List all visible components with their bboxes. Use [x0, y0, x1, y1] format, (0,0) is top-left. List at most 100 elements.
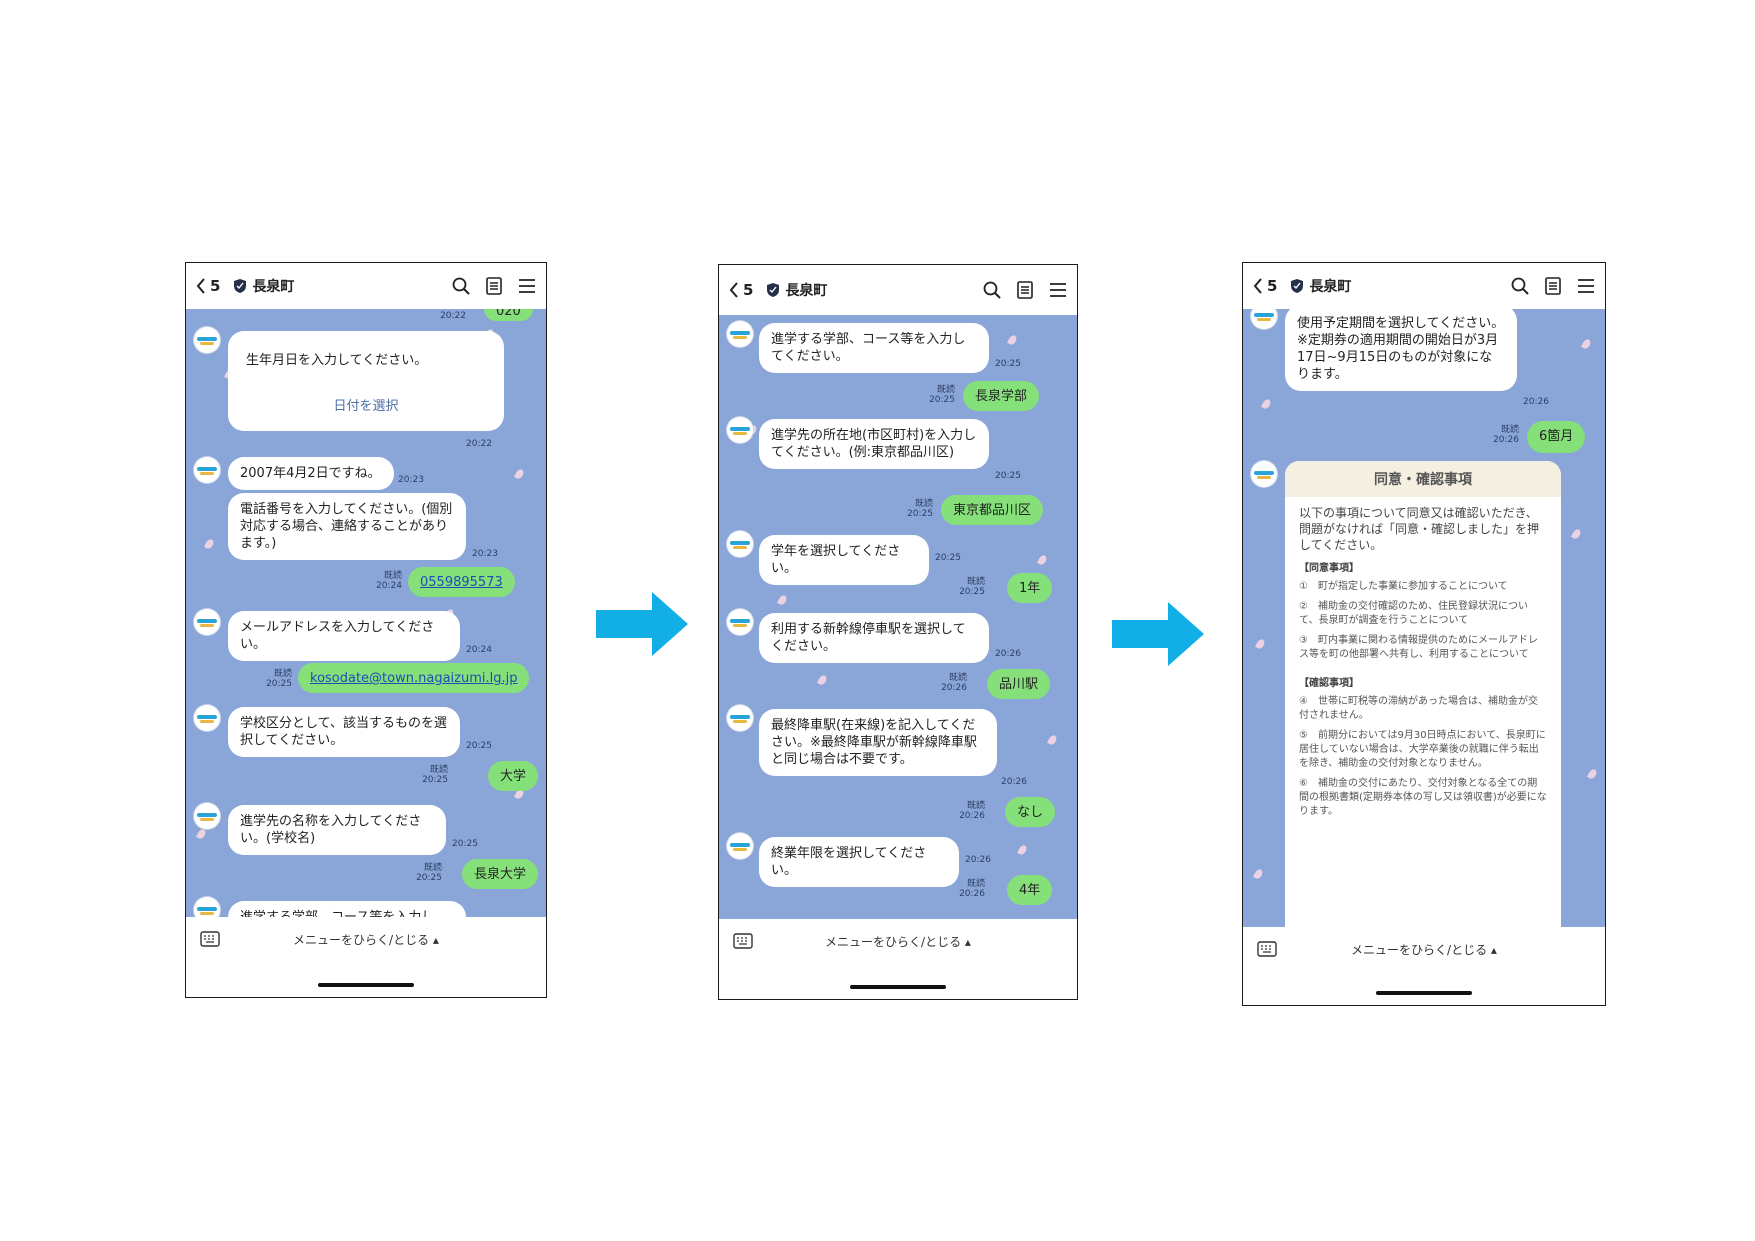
date-select-button[interactable]: 日付を選択 [333, 399, 399, 414]
bot-avatar [194, 897, 220, 917]
bot-message: 使用予定期間を選択してください。※定期券の適用期間の開始日が3月17日~9月15… [1285, 309, 1517, 391]
confirm-item: ⑥ 補助金の交付にあたり、交付対象となる全ての期間の根拠書類(定期券本体の写し又… [1299, 778, 1547, 817]
unread-count: 5 [1267, 277, 1278, 295]
caret-up-icon: ▴ [432, 933, 439, 947]
reply-bubble: 東京都品川区 [941, 495, 1044, 525]
reply-bubble: 品川駅 [987, 669, 1051, 699]
timestamp: 20:25 [935, 553, 961, 563]
timestamp: 20:26 [1001, 777, 1027, 787]
timestamp: 20:25 [452, 839, 478, 849]
timestamp: 20:26 [995, 649, 1021, 659]
menu-icon[interactable] [518, 278, 536, 294]
bot-avatar [194, 327, 220, 353]
menu-icon[interactable] [1577, 278, 1595, 294]
caret-up-icon: ▴ [964, 935, 971, 949]
chat-header: 5 長泉町 [719, 265, 1077, 315]
reply-bubble: なし [1005, 797, 1056, 827]
keyboard-icon[interactable] [1257, 941, 1277, 957]
menu-toggle[interactable]: メニューをひらく/とじる ▴ [825, 935, 971, 949]
back-button[interactable]: 5 [729, 281, 753, 299]
timestamp: 20:25 [995, 359, 1021, 369]
timestamp: 20:25 [995, 471, 1021, 481]
agree-item: ① 町が指定した事業に参加することについて [1299, 581, 1508, 592]
bot-avatar [727, 417, 753, 443]
rich-menu-bar: メニューをひらく/とじる ▴ [1243, 927, 1605, 1005]
notes-icon[interactable] [486, 277, 502, 295]
agree-heading: 【同意事項】 [1299, 563, 1359, 574]
chat-title-text: 長泉町 [252, 279, 295, 295]
search-icon[interactable] [452, 277, 470, 295]
official-shield-icon [1291, 279, 1304, 293]
official-shield-icon [767, 283, 780, 297]
bot-message: 電話番号を入力してください。(個別対応する場合、連絡することがあります。) [228, 493, 466, 560]
bot-message: 進学先の名称を入力してください。(学校名) [228, 805, 446, 855]
home-indicator [1376, 991, 1472, 995]
bot-avatar [727, 531, 753, 557]
agree-item: ② 補助金の交付確認のため、住民登録状況について、長泉町が調査を行うことについて [1299, 601, 1528, 626]
unread-count: 5 [210, 277, 221, 295]
confirm-item: ⑤ 前期分においては9月30日時点において、長泉町に居住していない場合は、大学卒… [1299, 730, 1546, 769]
agree-item: ③ 町内事業に関わる情報提供のためにメールアドレス等を町の他部署へ共有し、利用す… [1299, 635, 1538, 660]
chat-title-text: 長泉町 [785, 283, 828, 299]
notes-icon[interactable] [1545, 277, 1561, 295]
menu-toggle[interactable]: メニューをひらく/とじる ▴ [293, 933, 439, 947]
back-button[interactable]: 5 [196, 277, 220, 295]
timestamp: 20:22 [440, 311, 466, 321]
reply-bubble: 6箇月 [1527, 421, 1586, 453]
chevron-left-icon [196, 278, 205, 294]
bot-message: 学校区分として、該当するものを選択してください。 [228, 707, 460, 757]
bot-message: 進学先の所在地(市区町村)を入力してください。(例:東京都品川区) [759, 419, 989, 469]
keyboard-icon[interactable] [200, 931, 220, 947]
home-indicator [318, 983, 414, 987]
phone-screen-1: 5 長泉町 20:22 020 生年月日を入力してください。 日付を選択 20:… [185, 262, 547, 998]
bot-avatar [1251, 461, 1277, 487]
timestamp: 20:23 [398, 475, 424, 485]
bot-message: 最終降車駅(在来線)を記入してください。※最終降車駅が新幹線降車駅と同じ場合は不… [759, 709, 997, 776]
bot-message: 学年を選択してください。 [759, 535, 929, 585]
back-button[interactable]: 5 [1253, 277, 1277, 295]
menu-icon[interactable] [1049, 282, 1067, 298]
bot-message: 利用する新幹線停車駅を選択してください。 [759, 613, 989, 663]
reply-bubble: 長泉大学 [462, 859, 539, 889]
chat-title: 長泉町 [1291, 276, 1351, 296]
consent-card: 同意・確認事項 以下の事項について同意又は確認いただき、問題がなければ「同意・確… [1285, 461, 1561, 927]
bot-message: 進学する学部、コース等を入力してください。 [759, 323, 989, 373]
keyboard-icon[interactable] [733, 933, 753, 949]
confirm-item: ④ 世帯に町税等の滞納があった場合は、補助金が交付されません。 [1299, 696, 1538, 721]
chat-title-text: 長泉町 [1309, 279, 1352, 295]
caret-up-icon: ▴ [1490, 943, 1497, 957]
bot-avatar [727, 609, 753, 635]
rich-menu-bar: メニューをひらく/とじる ▴ [719, 919, 1077, 999]
arrow-right-icon [1112, 602, 1204, 666]
arrow-right-icon [596, 592, 688, 656]
bot-avatar [727, 321, 753, 347]
date-picker-card: 生年月日を入力してください。 日付を選択 [228, 331, 504, 431]
search-icon[interactable] [1511, 277, 1529, 295]
chat-area[interactable]: 20:22 020 生年月日を入力してください。 日付を選択 20:22 200… [186, 309, 546, 917]
timestamp: 20:22 [466, 439, 492, 449]
chat-header: 5 長泉町 [1243, 263, 1605, 309]
rich-menu-bar: メニューをひらく/とじる ▴ [186, 917, 546, 997]
timestamp: 20:25 [466, 741, 492, 751]
bot-message: 2007年4月2日ですね。 [228, 457, 394, 490]
bot-avatar [194, 803, 220, 829]
notes-icon[interactable] [1017, 281, 1033, 299]
confirm-heading: 【確認事項】 [1299, 678, 1359, 689]
bot-avatar [727, 833, 753, 859]
reply-bubble: 長泉学部 [963, 381, 1040, 411]
chat-area[interactable]: 使用予定期間を選択してください。※定期券の適用期間の開始日が3月17日~9月15… [1243, 309, 1605, 927]
menu-toggle[interactable]: メニューをひらく/とじる ▴ [1351, 943, 1497, 957]
bot-avatar [194, 609, 220, 635]
search-icon[interactable] [983, 281, 1001, 299]
mail-reply-link[interactable]: kosodate@town.nagaizumi.lg.jp [298, 663, 530, 693]
phone-reply-link[interactable]: 0559895573 [408, 567, 515, 597]
